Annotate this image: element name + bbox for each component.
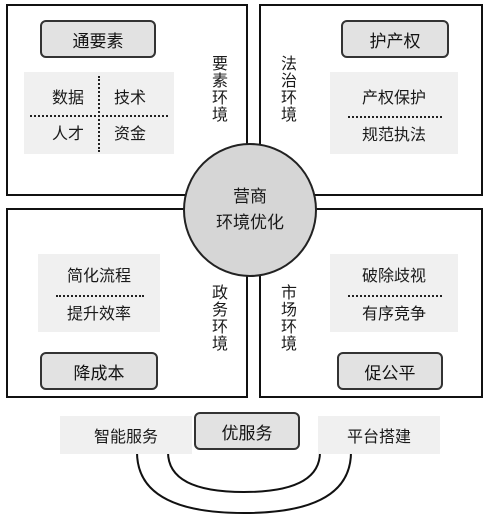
market-panel — [330, 254, 458, 332]
label-government-environment: 政务环境 — [209, 284, 228, 352]
label-market-environment: 市场环境 — [278, 284, 297, 352]
grid-divider-vertical — [98, 76, 100, 152]
pill-you-fuwu: 优服务 — [194, 412, 300, 450]
label-rule-of-law-environment: 法治环境 — [278, 55, 297, 123]
rule-of-law-panel — [330, 72, 458, 154]
label-factor-environment: 要素环境 — [209, 55, 228, 123]
pill-hu-chanquan: 护产权 — [341, 20, 449, 58]
bottom-item-platform-building: 平台搭建 — [318, 416, 440, 454]
item-simplify-process: 简化流程 — [66, 266, 131, 285]
grid-item-capital: 资金 — [113, 124, 146, 143]
item-orderly-competition: 有序竞争 — [361, 304, 426, 323]
grid-item-data: 数据 — [51, 88, 84, 107]
bottom-item-smart-service: 智能服务 — [60, 416, 192, 454]
item-standard-enforcement: 规范执法 — [361, 125, 426, 144]
pill-jiang-chengben: 降成本 — [40, 352, 158, 390]
grid-item-talent: 人才 — [51, 124, 84, 143]
item-improve-efficiency: 提升效率 — [66, 304, 131, 323]
government-panel — [38, 254, 160, 332]
pill-tong-yaosu: 通要素 — [40, 20, 156, 58]
center-label-line1: 营商 — [233, 187, 267, 207]
grid-item-technology: 技术 — [113, 88, 146, 107]
divider-rule-of-law — [348, 116, 442, 118]
pill-cu-gongping: 促公平 — [337, 352, 443, 390]
item-property-protection: 产权保护 — [361, 88, 426, 107]
center-circle-business-environment: 营商 环境优化 — [183, 143, 317, 277]
item-remove-discrimination: 破除歧视 — [361, 266, 426, 285]
divider-market — [348, 295, 442, 297]
center-label-line2: 环境优化 — [216, 213, 284, 233]
divider-government — [56, 295, 144, 297]
